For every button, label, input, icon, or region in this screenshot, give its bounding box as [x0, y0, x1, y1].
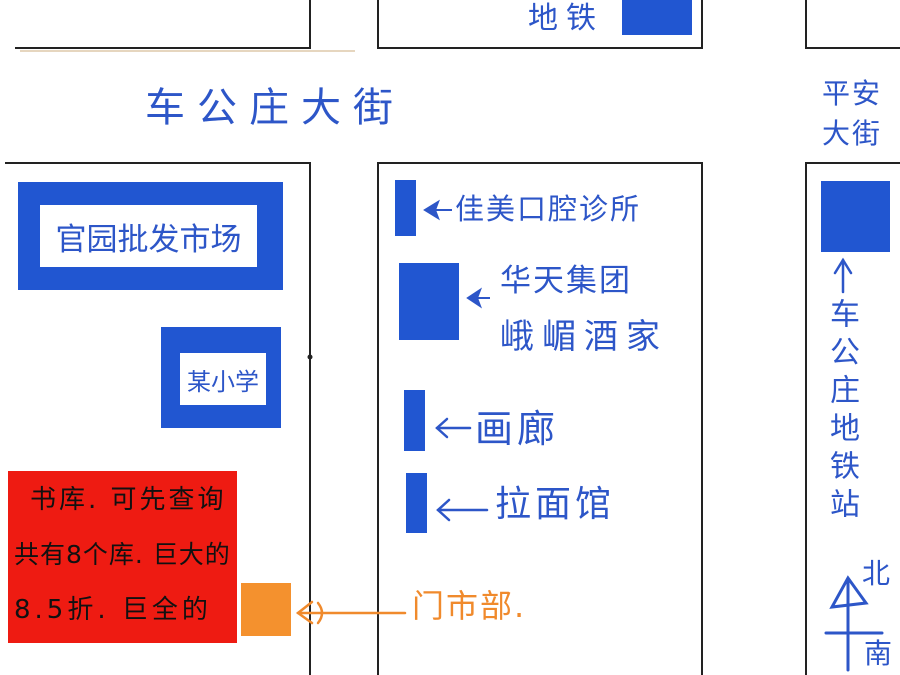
subway-station-marker [821, 181, 890, 252]
restaurant-marker [399, 263, 459, 340]
noodle-arrow-icon [436, 498, 489, 522]
clinic-arrow-icon [423, 199, 452, 221]
block-bottom-right-outline [805, 162, 900, 675]
restaurant-arrow-icon [466, 287, 490, 309]
school-label: 某小学 [187, 367, 259, 396]
noodle-shop-marker [406, 473, 427, 533]
gallery-marker [404, 390, 425, 451]
subway-station-label: 车公庄地铁站 [824, 298, 859, 526]
bookstore-note-box: 书库. 可先查询 共有8个库. 巨大的 8.5折. 巨全的 [8, 471, 237, 643]
block-top-left-outline [15, 0, 311, 49]
school-marker: 某小学 [161, 327, 281, 428]
street-dot [307, 354, 313, 360]
compass-south-label: 南 [864, 637, 893, 670]
block-bottom-middle-outline [377, 162, 703, 675]
wholesale-market-label: 官园批发市场 [55, 221, 242, 258]
block-top-right-outline [805, 0, 900, 49]
restaurant-label-line-2: 峨嵋酒家 [500, 317, 668, 357]
bookstore-note-line: 8.5折. 巨全的 [14, 595, 212, 625]
gallery-label: 画廊 [475, 407, 560, 451]
restaurant-label-line-1: 华天集团 [500, 263, 632, 299]
street-label-pingan-line-1: 平安 [822, 77, 883, 110]
street-label-pingan-line-2: 大街 [822, 117, 883, 150]
school-inner: 某小学 [180, 353, 266, 405]
wholesale-market-marker: 官园批发市场 [18, 182, 283, 290]
compass-arrow-icon [824, 575, 884, 672]
street-label-pingan: 平安 大街 [822, 80, 882, 160]
block-top-middle-outline [377, 0, 703, 49]
station-up-arrow-icon [833, 257, 853, 294]
dental-clinic-label: 佳美口腔诊所 [455, 192, 642, 226]
storefront-arrow-icon [295, 600, 407, 625]
block-bottom-left-outline [5, 162, 311, 675]
dental-clinic-marker [395, 180, 416, 236]
storefront-label: 门市部. [412, 587, 527, 625]
noodle-shop-label: 拉面馆 [495, 484, 616, 525]
bookstore-note-line: 共有8个库. 巨大的 [14, 540, 231, 569]
gallery-arrow-icon [435, 417, 472, 439]
street-label-chegongzhuang: 车公庄大街 [145, 85, 405, 131]
compass-north-label: 北 [862, 557, 891, 590]
storefront-marker [241, 583, 291, 636]
subway-top-label: 地铁 [528, 1, 604, 36]
wholesale-market-inner: 官园批发市场 [40, 205, 257, 267]
bookstore-note-line: 书库. 可先查询 [30, 485, 227, 515]
subway-top-marker [622, 0, 692, 35]
